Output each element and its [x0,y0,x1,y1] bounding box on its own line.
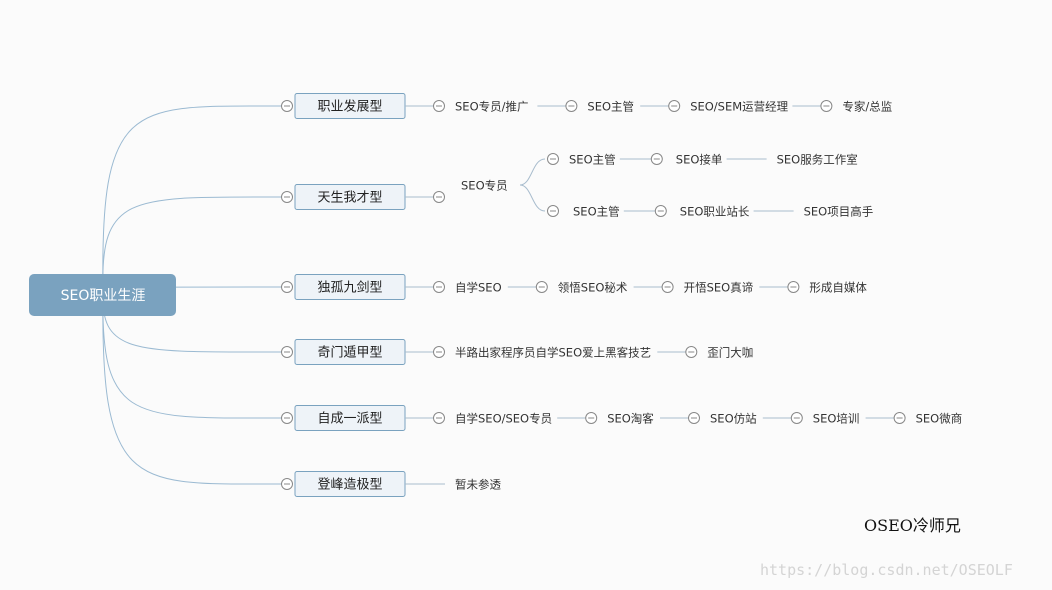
chain-node: 半路出家程序员自学SEO爱上黑客技艺 [455,346,651,360]
chain-node: 暂未参透 [455,478,501,492]
fork-node: SEO服务工作室 [777,153,858,167]
branch-curve-1 [102,105,284,291]
fork-curve [519,184,546,212]
branch-label: 自成一派型 [317,412,382,427]
fork-node: SEO主管 [569,153,616,167]
chain-node: SEO/SEM运营经理 [690,100,788,114]
chain-node: SEO培训 [813,412,860,426]
branch-label: 登峰造极型 [317,478,382,493]
fork-node: SEO职业站长 [680,205,750,219]
fork-node: SEO接单 [676,153,723,167]
watermark-url: https://blog.csdn.net/OSEOLF [760,561,1013,579]
chain-node: SEO专员/推广 [455,100,529,114]
author-signature: OSEO冷师兄 [864,516,961,535]
branch-label: 职业发展型 [317,99,382,115]
chain-node: 专家/总监 [842,100,892,114]
chain-node: 领悟SEO秘术 [558,281,628,295]
fork-node: SEO项目高手 [804,205,874,219]
branch-curve-6 [102,289,284,485]
fork-node: SEO主管 [573,205,620,219]
chain-node: 开悟SEO真谛 [684,281,754,295]
chain-node: 自学SEO [455,281,502,295]
chain-node: 形成自媒体 [809,281,867,295]
branch-curve-5 [102,289,284,419]
chain-node: 歪门大咖 [707,346,753,360]
fork-root-node: SEO专员 [461,179,508,193]
branch-label: 天生我才型 [317,191,382,206]
root-node[interactable] [29,274,176,316]
chain-node: SEO主管 [587,100,634,114]
fork-curve [519,158,546,186]
branch-curve-2 [102,196,284,291]
chain-node: SEO微商 [916,412,963,426]
chain-node: 自学SEO/SEO专员 [455,412,552,426]
branch-label: 奇门遁甲型 [317,345,382,361]
chain-node: SEO淘客 [607,412,654,426]
root-label: SEO职业生涯 [61,288,146,304]
chain-node: SEO仿站 [710,412,757,426]
branch-label: 独孤九剑型 [317,280,382,296]
